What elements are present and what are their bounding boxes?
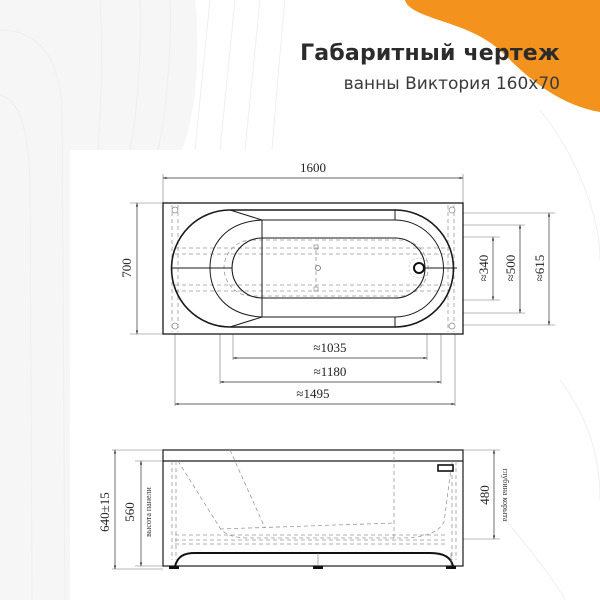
- dim-label-480: 480: [477, 485, 492, 505]
- dim-label-615: ≈615: [532, 255, 547, 282]
- dim-label-500: ≈500: [503, 255, 518, 282]
- orange-accent-shape: [405, 0, 600, 112]
- background-gray-shape: [0, 0, 198, 600]
- side-panel-frame: [162, 449, 464, 567]
- dim-label-1495: ≈1495: [296, 386, 329, 401]
- page-title: Габаритный чертеж: [300, 41, 560, 66]
- dim-label-640: 640±15: [97, 492, 112, 532]
- leg-icons: [169, 566, 456, 569]
- drain-icon: [413, 262, 425, 274]
- tub-outer-frame: [162, 202, 464, 335]
- center-fitting-icon: [315, 265, 321, 271]
- overflow-icon: [437, 464, 454, 472]
- dim-label-560: 560: [122, 502, 137, 522]
- dim-label-340: ≈340: [476, 255, 491, 282]
- corner-mount-icons: [171, 206, 456, 330]
- dim-label-1180: ≈1180: [314, 364, 347, 379]
- side-view: 640±15 560 высота панели 480 глубина кор…: [97, 449, 510, 570]
- dim-label-1600: 1600: [300, 160, 326, 175]
- dim-label-1035: ≈1035: [313, 340, 346, 355]
- tub-depth-caption: глубина корыта: [501, 469, 510, 522]
- panel-height-caption: высота панели: [144, 486, 153, 536]
- title-block: Габаритный чертеж ванны Виктория 160х70: [300, 40, 560, 96]
- top-view: 1600 700 ≈340 ≈500 ≈615 ≈1035 ≈1180 ≈149…: [119, 160, 555, 406]
- page-subtitle: ванны Виктория 160х70: [343, 74, 560, 94]
- dim-label-700: 700: [119, 258, 134, 278]
